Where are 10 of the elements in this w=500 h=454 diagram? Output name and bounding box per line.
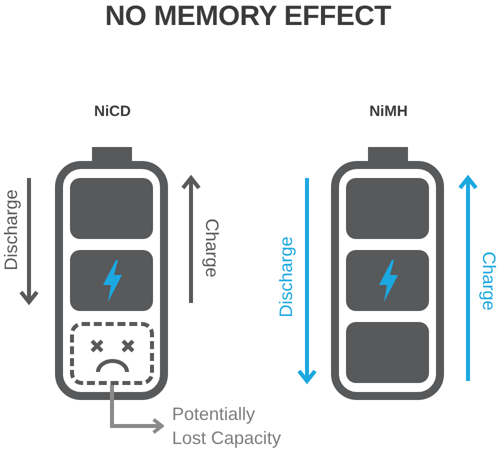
- direction-label: Charge: [202, 218, 222, 278]
- battery-label: NiMH: [369, 103, 408, 121]
- direction-label: Charge: [479, 251, 499, 311]
- callout-text: Potentially Lost Capacity: [172, 402, 290, 450]
- direction-label: Discharge: [1, 189, 21, 271]
- battery-label: NiCD: [94, 103, 131, 121]
- dashed-cell: [70, 322, 154, 385]
- direction-label: Discharge: [276, 236, 296, 318]
- title: NO MEMORY EFFECT: [104, 0, 392, 32]
- leader-arrow: [110, 385, 164, 434]
